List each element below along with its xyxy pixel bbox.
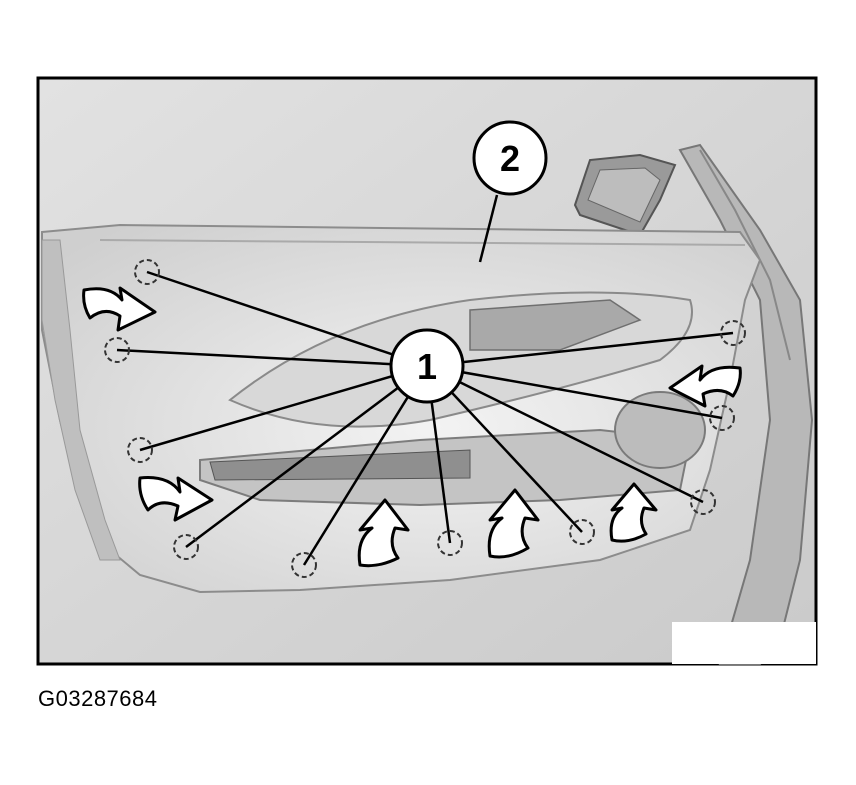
figure-id: G03287684 bbox=[38, 686, 158, 711]
arrow-up-icon bbox=[609, 482, 658, 543]
arrow-right-icon bbox=[82, 286, 157, 332]
car-body bbox=[672, 143, 816, 665]
fastener-clip bbox=[134, 259, 160, 285]
callout-label-2: 2 bbox=[500, 138, 520, 179]
arrow-right-icon bbox=[138, 476, 214, 522]
fastener-clips bbox=[104, 259, 746, 578]
fastener-clip bbox=[127, 437, 153, 463]
arrow-left-icon bbox=[668, 364, 742, 408]
fastener-clip bbox=[690, 489, 716, 515]
callout-fasteners: 1 bbox=[389, 328, 465, 404]
fastener-clip bbox=[709, 405, 735, 431]
fastener-clip bbox=[291, 552, 317, 578]
fastener-clip bbox=[437, 530, 463, 556]
callout-door-trim-panel: 2 bbox=[472, 120, 548, 196]
arrow-up-icon bbox=[487, 488, 540, 559]
pull-direction-arrows bbox=[82, 286, 742, 568]
fastener-clip bbox=[173, 534, 199, 560]
mirror bbox=[573, 153, 677, 237]
fastener-clip bbox=[104, 337, 130, 363]
door-trim-removal-diagram: 1 2 bbox=[36, 76, 818, 666]
leader-lines bbox=[116, 270, 734, 566]
fastener-clip bbox=[569, 519, 595, 545]
arrow-up-icon bbox=[357, 498, 410, 568]
callout-label-1: 1 bbox=[417, 346, 437, 387]
leader-line-panel bbox=[478, 194, 499, 263]
fastener-clip bbox=[720, 320, 746, 346]
